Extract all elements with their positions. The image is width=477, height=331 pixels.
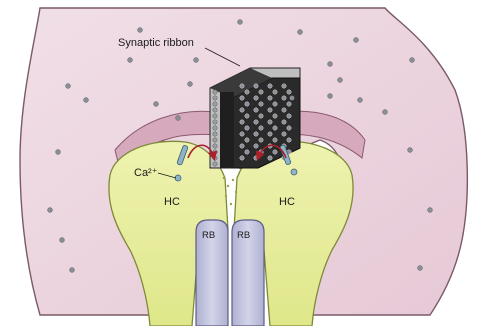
synaptic-vesicle [290,96,295,101]
ribbon-vesicle [282,108,286,112]
ribbon-vesicle [213,108,217,112]
ribbon-vesicle [282,120,286,124]
ribbon-vesicle [254,132,258,136]
ribbon-vesicle [240,108,244,112]
ribbon-vesicle [254,144,258,148]
synaptic-vesicle [84,98,89,103]
synaptic-ribbon-label: Synaptic ribbon [118,37,194,49]
ribbon-vesicle [287,102,291,106]
hc-left-label: HC [164,196,180,208]
synaptic-vesicle [138,28,143,33]
ribbon-vesicle [259,102,263,106]
ribbon-vesicle [240,120,244,124]
synaptic-vesicle [70,268,75,273]
ribbon-vesicle [240,156,244,160]
ribbon-vesicle [287,90,291,94]
ribbon-vesicle [259,126,263,130]
ribbon-vesicle [268,108,272,112]
synaptic-vesicle [48,208,53,213]
synaptic-vesicle [354,38,359,43]
ribbon-vesicle [213,102,217,106]
ribbon-vesicle [245,114,249,118]
ribbon-vesicle [213,138,217,142]
ribbon-vesicle [213,144,217,148]
ribbon-vesicle [213,96,217,100]
ribbon-vesicle [273,126,277,130]
rb-right-label: RB [237,230,250,241]
synaptic-vesicle [238,20,243,25]
ribbon-vesicle [259,114,263,118]
synaptic-vesicle [154,102,159,107]
ribbon-vesicle [273,138,277,142]
ribbon-vesicle [254,84,258,88]
ribbon-vesicle [282,84,286,88]
calcium-ion-right [291,169,297,175]
ribbon-vesicle [259,90,263,94]
synaptic-vesicle [56,150,61,155]
synaptic-vesicle [188,82,193,87]
ribbon-vesicle [273,114,277,118]
ribbon-vesicle [268,120,272,124]
calcium-label: Ca²⁺ [134,167,158,179]
ribbon-vesicle [287,114,291,118]
synaptic-vesicle [66,84,71,89]
synaptic-vesicle [408,148,413,153]
synaptic-vesicle [428,208,433,213]
ribbon-vesicle [259,138,263,142]
ribbon-vesicle [213,126,217,130]
ribbon-vesicle [213,90,217,94]
ribbon-vesicle [287,138,291,142]
ribbon-vesicle [287,126,291,130]
synaptic-vesicle [194,58,199,63]
ribbon-vesicle [273,150,277,154]
ribbon-vesicle [213,114,217,118]
ribbon-vesicle [254,96,258,100]
synaptic-vesicle [176,116,181,121]
synaptic-vesicle [418,266,423,271]
ribbon-vesicle [268,156,272,160]
ribbon-vesicle [245,150,249,154]
ribbon-vesicle [254,108,258,112]
ribbon-vesicle [213,162,217,166]
ribbon-vesicle [268,84,272,88]
synaptic-vesicle [298,30,303,35]
ribbon-vesicle [268,132,272,136]
synaptic-vesicle [383,110,388,115]
synaptic-vesicle [60,238,65,243]
ribbon-vesicle [213,132,217,136]
ribbon-vesicle [282,96,286,100]
synaptic-vesicle [358,98,363,103]
ribbon-vesicle [245,138,249,142]
ribbon-vesicle [240,132,244,136]
ribbon-vesicle [245,90,249,94]
ribbon-vesicle [254,156,258,160]
synaptic-vesicle [328,62,333,67]
rb-left-label: RB [202,230,215,241]
ribbon-vesicle [240,84,244,88]
ribbon-vesicle [268,96,272,100]
ribbon-vesicle [213,150,217,154]
synaptic-vesicle [128,58,133,63]
ribbon-vesicle [240,144,244,148]
ribbon-vesicle [213,120,217,124]
ribbon-vesicle [245,126,249,130]
ribbon-vesicle [254,120,258,124]
ribbon-vesicle [273,102,277,106]
synaptic-vesicle [328,94,333,99]
ribbon-vesicle [282,132,286,136]
ribbon-vesicle [273,90,277,94]
ribbon-vesicle [245,102,249,106]
synaptic-vesicle [338,78,343,83]
hc-right-label: HC [279,196,295,208]
synaptic-vesicle [410,58,415,63]
ribbon-vesicle [240,96,244,100]
